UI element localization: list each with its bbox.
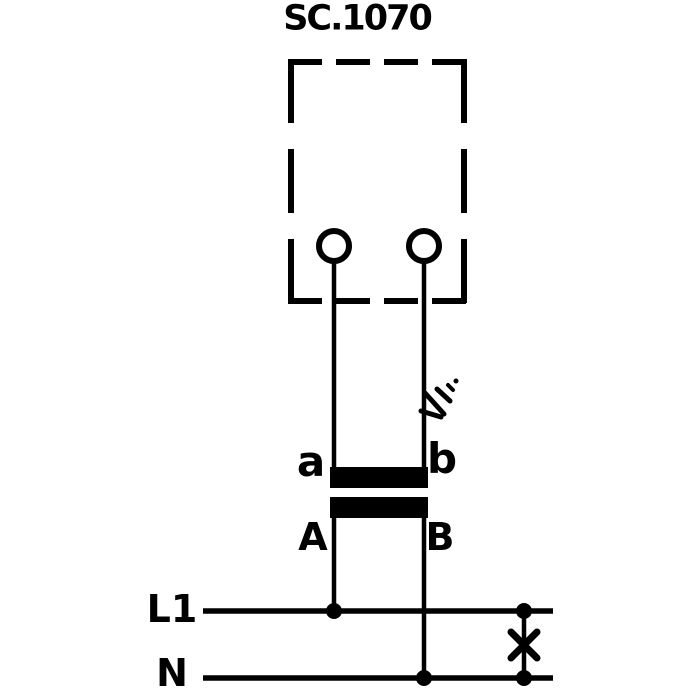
wires-lower (331, 515, 427, 680)
load-x-icon (507, 628, 541, 662)
mains-label-n: N (156, 651, 188, 695)
terminal-circle-left (316, 228, 352, 264)
terminal-circle-right (406, 228, 442, 264)
terminal-label-B: B (425, 515, 455, 559)
mains-label-l1: L1 (146, 587, 198, 631)
terminal-label-b: b (426, 434, 458, 483)
junction-dots (326, 603, 532, 686)
wires-upper (331, 263, 427, 470)
actuation-arrow-icon (418, 378, 459, 420)
terminal-label-a: a (296, 437, 326, 486)
coupler-transformer-bars (330, 467, 428, 518)
terminal-label-A: A (298, 515, 328, 559)
device-title: SC.1070 (283, 0, 433, 39)
device-enclosure-dashed-box (288, 59, 467, 304)
